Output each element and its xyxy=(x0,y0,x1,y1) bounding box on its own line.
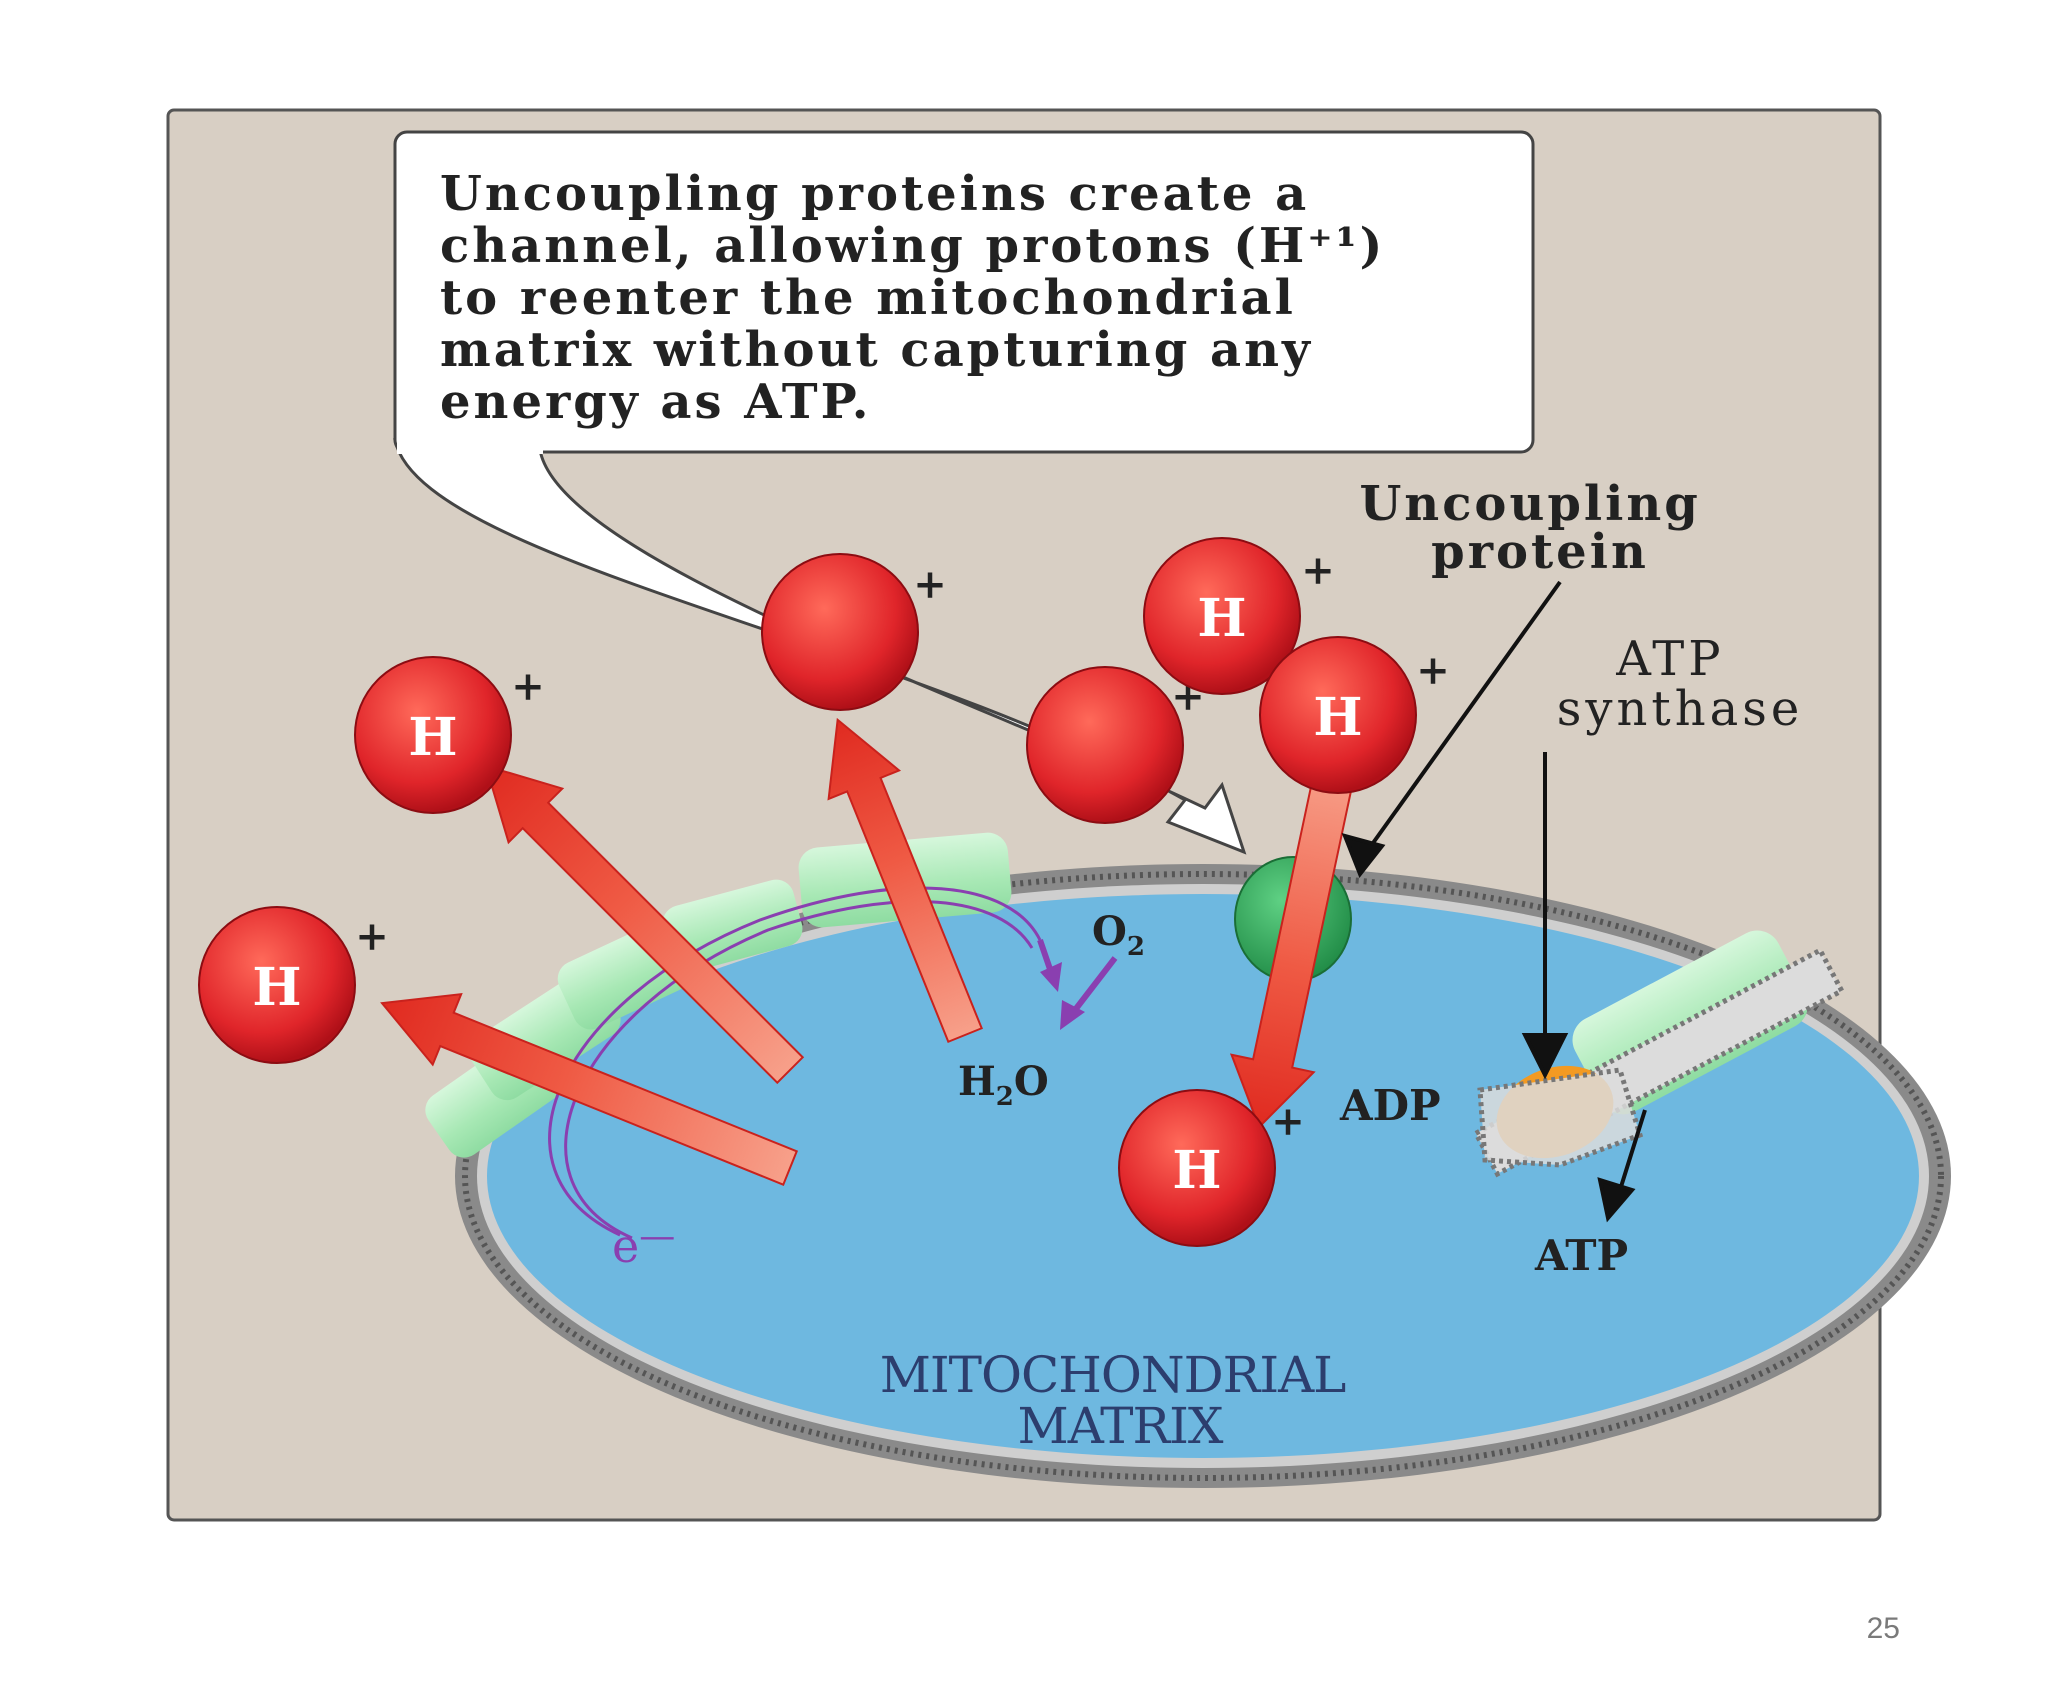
atp-label: ATP xyxy=(1534,1231,1628,1280)
proton-charge: + xyxy=(1416,647,1450,694)
uncoupling-protein-label: Uncoupling protein xyxy=(1359,476,1720,580)
svg-text:Uncoupling proteins create a: Uncoupling proteins create a channel, al… xyxy=(440,166,1405,430)
proton: + xyxy=(1026,666,1205,824)
oxygen-label: O2 xyxy=(1092,908,1145,962)
electron-label: e— xyxy=(612,1216,675,1273)
labels: Uncoupling protein ATP synthase O2 H2O A… xyxy=(612,476,1804,1455)
proton-letter: H xyxy=(252,957,301,1018)
proton-pump-arrows xyxy=(380,717,1356,1186)
proton: H + xyxy=(354,656,545,814)
proton: H + xyxy=(1259,636,1450,794)
proton: + xyxy=(761,553,947,711)
leader-arrows xyxy=(1341,580,1647,1223)
proton-return-arrow xyxy=(1229,764,1356,1129)
proton-letter: H xyxy=(1197,588,1246,649)
callout-line-5: energy as ATP. xyxy=(440,374,871,430)
proton: H + xyxy=(1118,1089,1305,1247)
proton: H + xyxy=(198,906,389,1064)
callout-line-1: Uncoupling proteins create a xyxy=(440,166,1309,222)
proton-charge: + xyxy=(913,561,947,608)
pump-arrow-1 xyxy=(380,992,799,1186)
callout-line-3: to reenter the mitochondrial xyxy=(440,270,1296,326)
proton-charge: + xyxy=(355,913,389,960)
proton-letter: H xyxy=(1172,1140,1221,1201)
atp-synthase-housing xyxy=(1477,1067,1644,1168)
atp-synthase xyxy=(1472,930,1846,1178)
electron-path xyxy=(548,886,1118,1240)
pump-arrow-3 xyxy=(827,717,983,1044)
proton-letter: H xyxy=(408,707,457,768)
callout-line-4: matrix without capturing any xyxy=(440,322,1313,378)
adp-to-atp-pointer xyxy=(1618,1109,1647,1191)
matrix-label: MITOCHONDRIAL MATRIX xyxy=(880,1346,1361,1455)
oxygen-to-water-arrow xyxy=(1072,956,1118,1012)
callout-line-2: channel, allowing protons (H⁺¹) xyxy=(440,218,1385,274)
proton-charge: + xyxy=(511,663,545,710)
proton-charge: + xyxy=(1301,547,1335,594)
proton-charge: + xyxy=(1271,1098,1305,1145)
page-number: 25 xyxy=(1866,1612,1900,1645)
pump-arrow-2 xyxy=(484,764,805,1085)
callout-box xyxy=(393,130,1535,454)
adp-label: ADP xyxy=(1339,1081,1441,1130)
water-label: H2O xyxy=(958,1058,1049,1112)
proton: H + xyxy=(1143,537,1335,695)
uncoupling-protein-pointer xyxy=(1366,580,1562,852)
atp-synthase-label: ATP synthase xyxy=(1557,631,1804,737)
protons: H + H + + + H + H + H + xyxy=(198,537,1450,1247)
proton-letter: H xyxy=(1313,687,1362,748)
membrane-dots xyxy=(462,871,1944,1481)
